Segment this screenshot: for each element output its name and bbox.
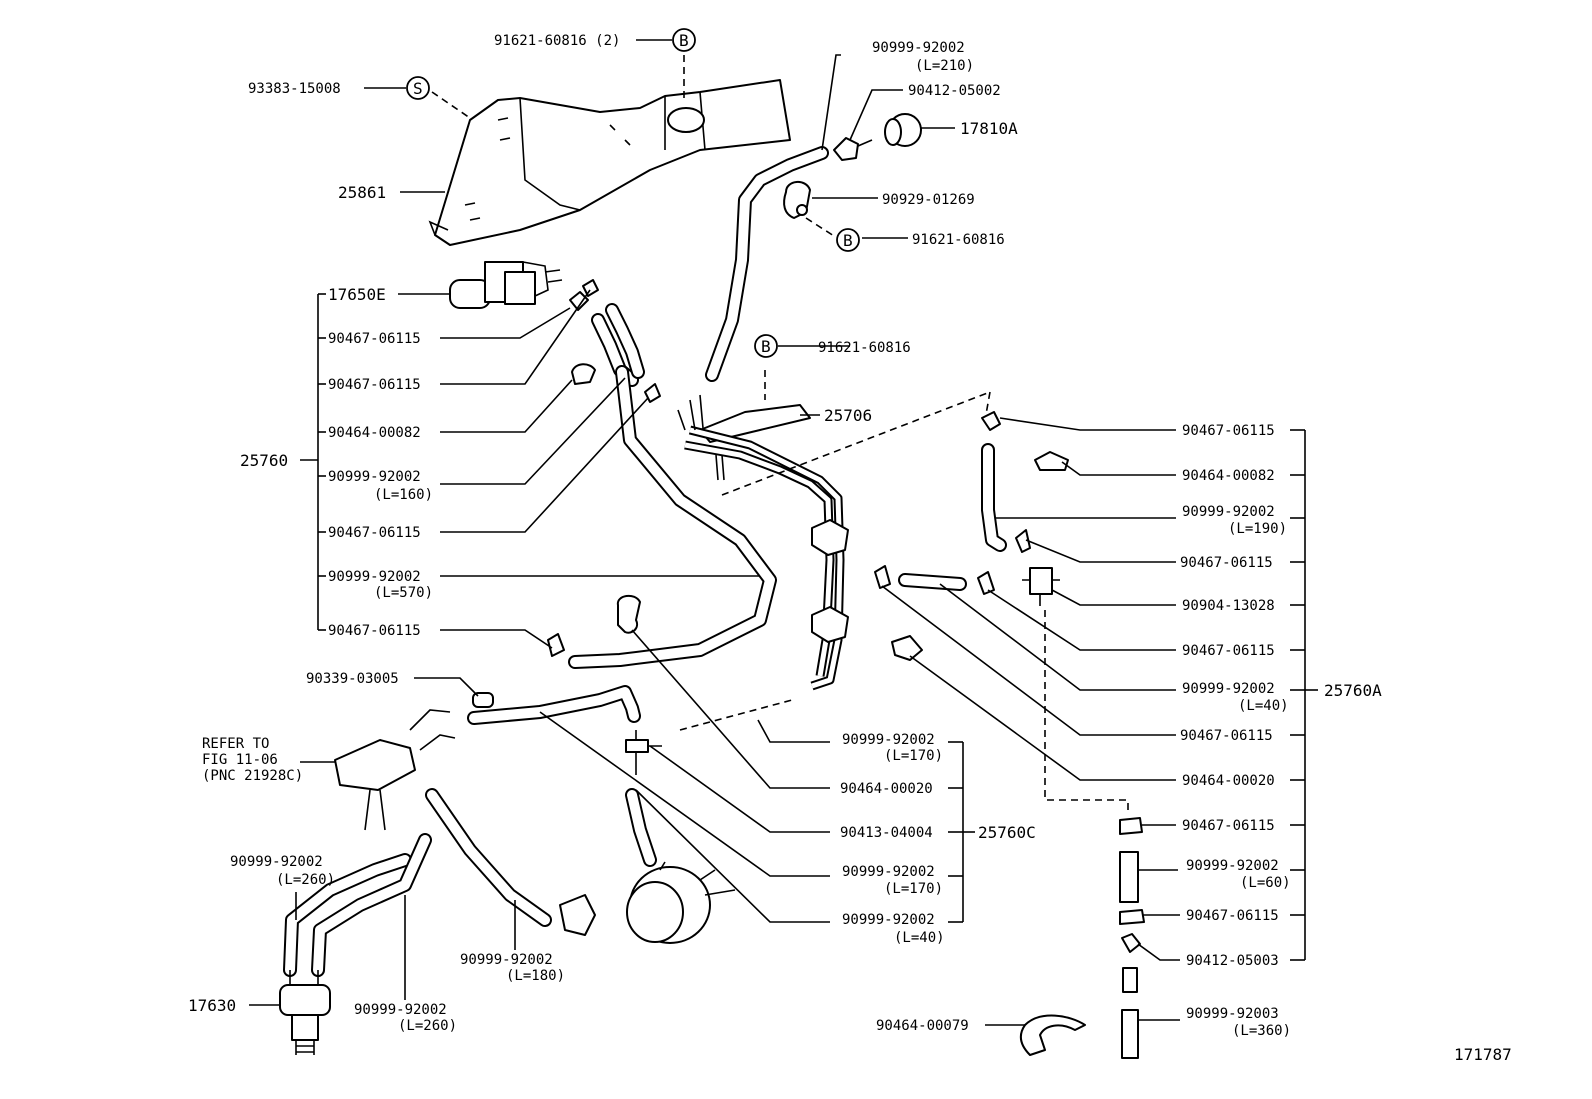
label-l-90999-92002-160: 90999-92002 xyxy=(328,469,421,485)
label-91621-60816-a: 91621-60816 xyxy=(912,232,1005,248)
clips-upper-left xyxy=(547,279,661,657)
label-refer-line1: REFER TO xyxy=(202,736,269,752)
label-r-len-190: (L=190) xyxy=(1228,521,1287,537)
symbol-b-top: B xyxy=(679,31,689,50)
label-c-90413-04004: 90413-04004 xyxy=(840,825,933,841)
label-r-90464-00082: 90464-00082 xyxy=(1182,468,1275,484)
label-90929-01269: 90929-01269 xyxy=(882,192,975,208)
hoses-left-group xyxy=(568,303,777,669)
label-c-len-40: (L=40) xyxy=(894,930,945,946)
label-r-len-40: (L=40) xyxy=(1238,698,1289,714)
label-r-90999-92002-60: 90999-92002 xyxy=(1186,858,1279,874)
label-r-90467-06115-3: 90467-06115 xyxy=(1182,643,1275,659)
label-len-260b: (L=260) xyxy=(398,1018,457,1034)
label-r-90999-92002-190: 90999-92002 xyxy=(1182,504,1275,520)
label-l-90467-06115-1: 90467-06115 xyxy=(328,331,421,347)
label-93383-15008: 93383-15008 xyxy=(248,81,341,97)
label-25706: 25706 xyxy=(824,406,872,425)
label-91621-60816-b: 91621-60816 xyxy=(818,340,911,356)
label-len-210: (L=210) xyxy=(915,58,974,74)
clamp-90929-drawing xyxy=(783,181,811,219)
label-r-len-360: (L=360) xyxy=(1232,1023,1291,1039)
symbol-b-mid: B xyxy=(843,231,853,250)
label-c-len-170a: (L=170) xyxy=(884,748,943,764)
label-90999-92002-260b: 90999-92002 xyxy=(354,1002,447,1018)
right-group-drawings xyxy=(874,411,1145,1059)
label-r-90999-92002-40: 90999-92002 xyxy=(1182,681,1275,697)
label-l-90467-06115-2: 90467-06115 xyxy=(328,377,421,393)
leader-lines xyxy=(249,39,1318,1026)
label-len-260a: (L=260) xyxy=(276,872,335,888)
label-c-90464-00020: 90464-00020 xyxy=(840,781,933,797)
label-25861: 25861 xyxy=(338,183,386,202)
label-refer-line3: (PNC 21928C) xyxy=(202,768,303,784)
symbol-b-low: B xyxy=(761,337,771,356)
label-17630: 17630 xyxy=(188,996,236,1015)
symbol-circles: B S B B xyxy=(406,28,860,358)
label-90999-92002-top: 90999-92002 xyxy=(872,40,965,56)
clamp-90464-00020-mid xyxy=(616,594,641,634)
symbol-s: S xyxy=(413,79,423,98)
label-90464-00079: 90464-00079 xyxy=(876,1018,969,1034)
label-l-90464-00082: 90464-00082 xyxy=(328,425,421,441)
label-r-90467-06115-4: 90467-06115 xyxy=(1180,728,1273,744)
hoses-lower-middle xyxy=(467,685,662,867)
label-c-90999-92002-40: 90999-92002 xyxy=(842,912,935,928)
vsv-17650e-drawing xyxy=(449,261,563,309)
actuator-drawing xyxy=(559,861,736,944)
label-l-len-160: (L=160) xyxy=(374,487,433,503)
label-r-90467-06115-2: 90467-06115 xyxy=(1180,555,1273,571)
label-r-90464-00020: 90464-00020 xyxy=(1182,773,1275,789)
label-90339-03005: 90339-03005 xyxy=(306,671,399,687)
label-r-90412-05003: 90412-05003 xyxy=(1186,953,1279,969)
label-refer-line2: FIG 11-06 xyxy=(202,752,278,768)
tube-assembly-25706 xyxy=(677,394,849,691)
label-91621-60816-2: 91621-60816 (2) xyxy=(494,33,620,49)
label-17810a: 17810A xyxy=(960,119,1018,138)
label-17650e: 17650E xyxy=(328,285,386,304)
clamp-90464-00079-drawing xyxy=(1019,1014,1086,1056)
label-r-90467-06115-6: 90467-06115 xyxy=(1186,908,1279,924)
label-l-90467-06115-4: 90467-06115 xyxy=(328,623,421,639)
label-l-len-570: (L=570) xyxy=(374,585,433,601)
part-labels: 91621-60816 (2) 93383-15008 25861 17650E… xyxy=(188,33,1512,1064)
valve-17810a-drawing xyxy=(833,113,922,161)
label-l-90999-92002-570: 90999-92002 xyxy=(328,569,421,585)
diagram-number: 171787 xyxy=(1454,1045,1512,1064)
label-90999-92002-180: 90999-92002 xyxy=(460,952,553,968)
label-c-90999-92002-170a: 90999-92002 xyxy=(842,732,935,748)
bracket-25861-drawing xyxy=(428,79,791,246)
label-r-90467-06115-5: 90467-06115 xyxy=(1182,818,1275,834)
label-25760c: 25760C xyxy=(978,823,1036,842)
sensor-17630-drawing xyxy=(279,970,331,1055)
label-25760a: 25760A xyxy=(1324,681,1382,700)
dashed-leaders xyxy=(431,55,1129,815)
hoses-lower-left xyxy=(283,788,552,977)
label-r-len-60: (L=60) xyxy=(1240,875,1291,891)
label-c-len-170b: (L=170) xyxy=(884,881,943,897)
label-90412-05002: 90412-05002 xyxy=(908,83,1001,99)
label-90999-92002-260a: 90999-92002 xyxy=(230,854,323,870)
hose-l210-drawing xyxy=(705,146,829,382)
label-l-90467-06115-3: 90467-06115 xyxy=(328,525,421,541)
label-r-90904-13028: 90904-13028 xyxy=(1182,598,1275,614)
label-c-90999-92002-170b: 90999-92002 xyxy=(842,864,935,880)
label-r-90999-92003: 90999-92003 xyxy=(1186,1006,1279,1022)
label-len-180: (L=180) xyxy=(506,968,565,984)
vsv-left-drawing xyxy=(334,709,456,831)
label-r-90467-06115-1: 90467-06115 xyxy=(1182,423,1275,439)
label-25760: 25760 xyxy=(240,451,288,470)
